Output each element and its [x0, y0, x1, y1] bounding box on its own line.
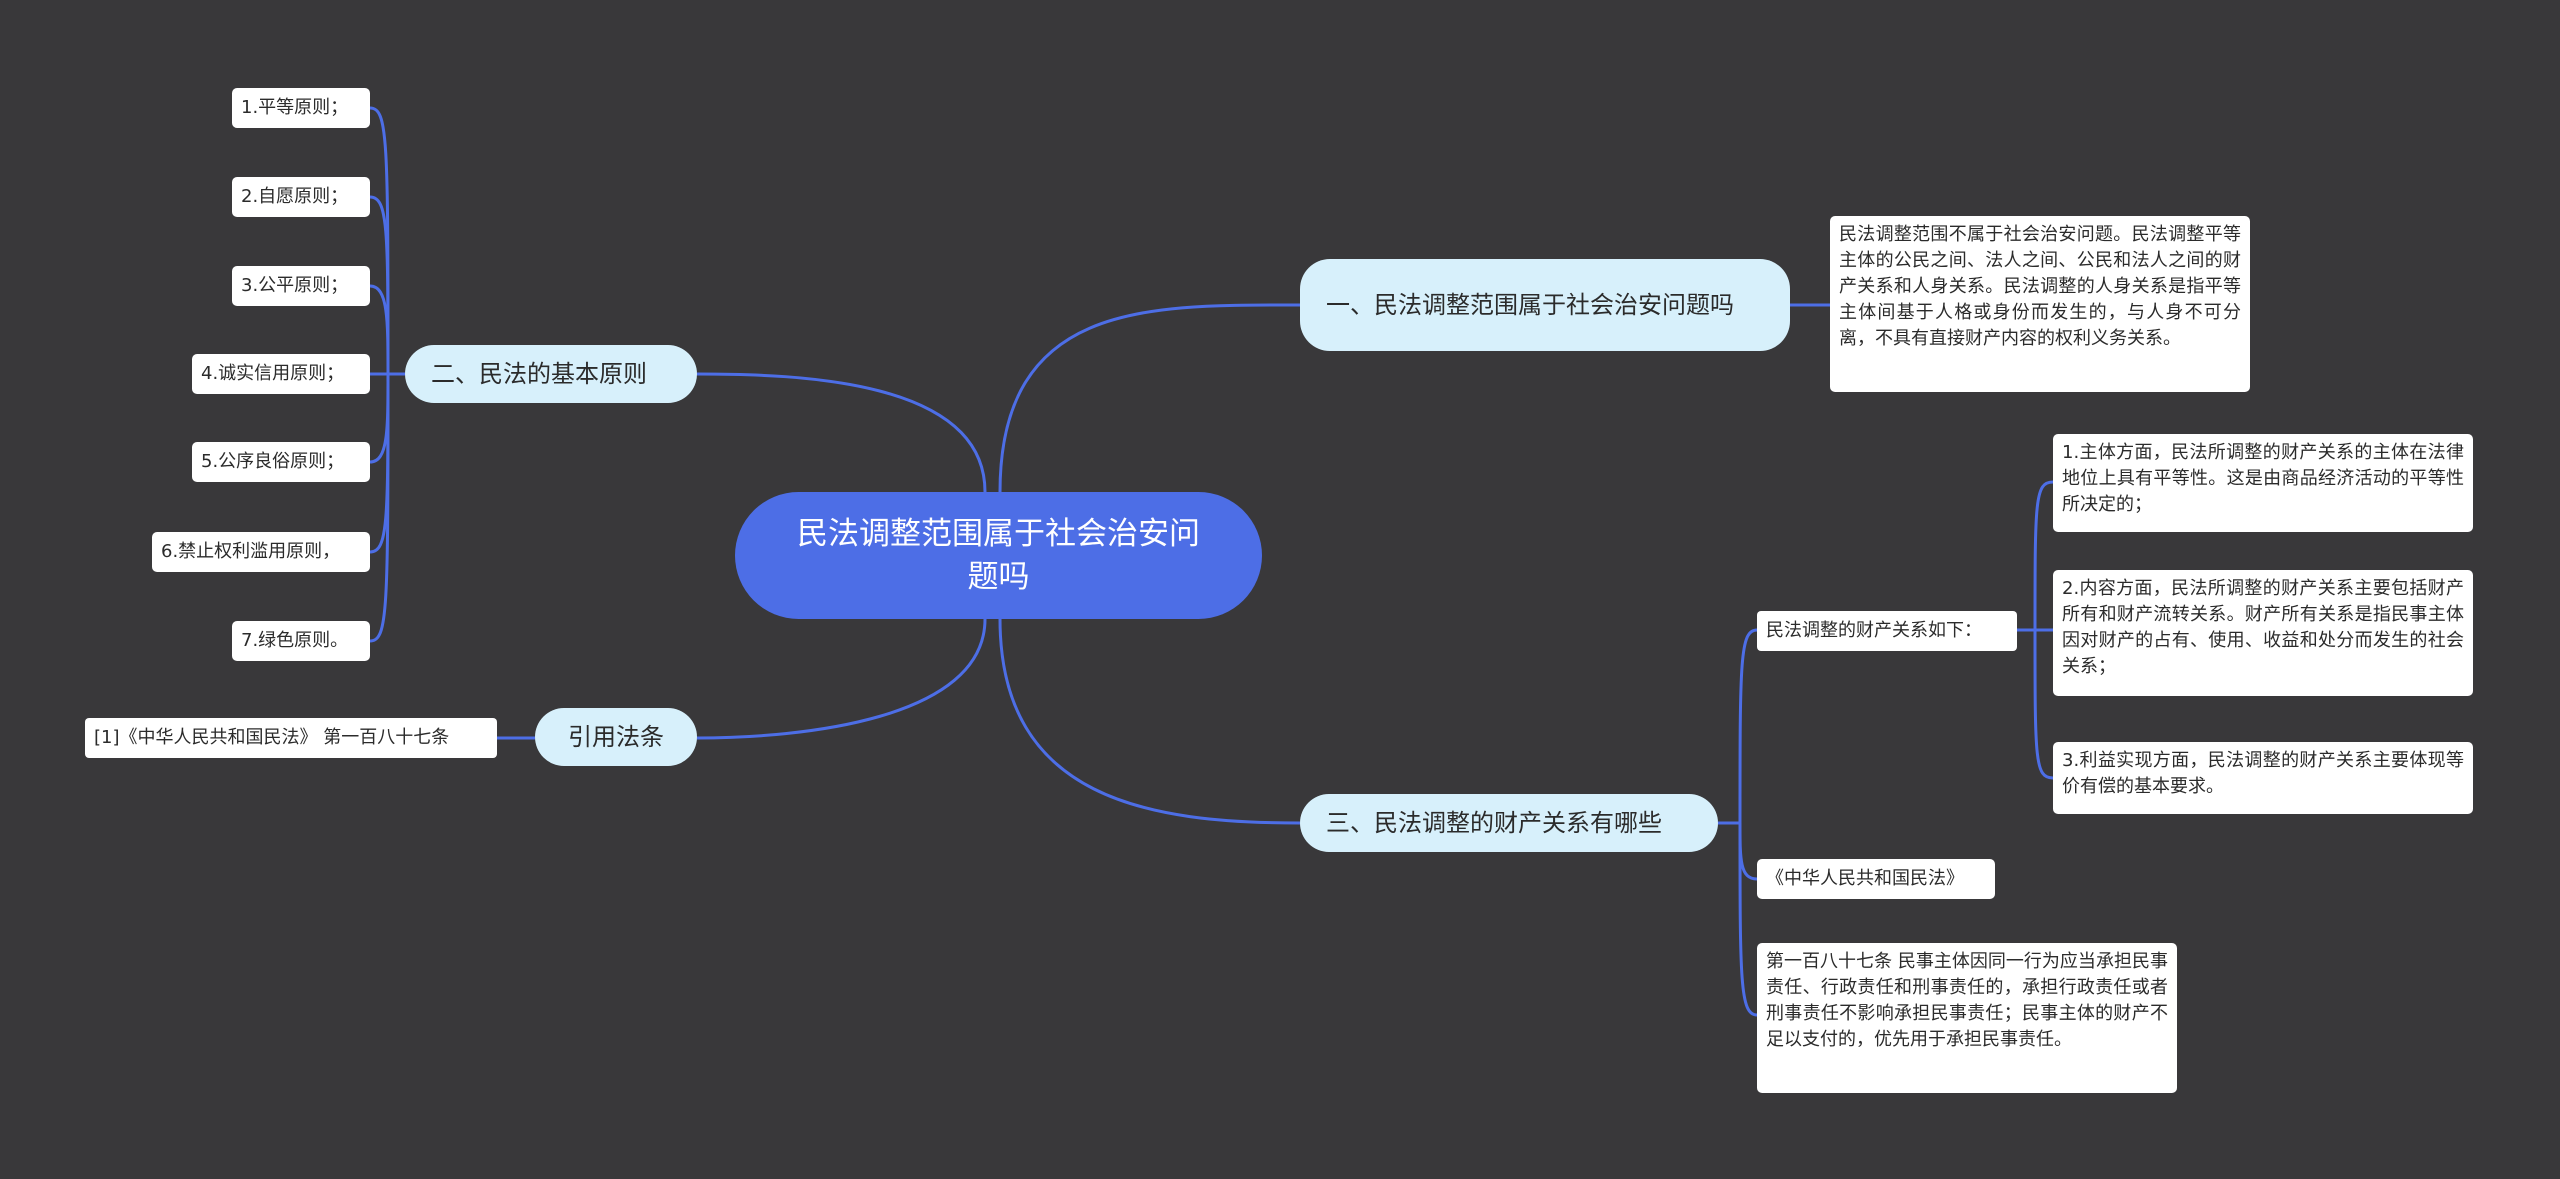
principle-item-6[interactable]: 6.禁止权利滥用原则， [152, 532, 370, 572]
principle-item-4-text: 4.诚实信用原则； [201, 363, 345, 384]
property-relation-item-1-text: 1.主体方面，民法所调整的财产关系的主体在法律地位上具有平等性。这是由商品经济活… [2062, 442, 2464, 515]
link-root-b3 [998, 618, 1301, 825]
principle-item-3[interactable]: 3.公平原则； [232, 266, 370, 306]
branch-3[interactable]: 三、民法调整的财产关系有哪些 [1300, 794, 1718, 852]
branch-2-label: 二、民法的基本原则 [431, 360, 647, 388]
principle-item-5-text: 5.公序良俗原则； [201, 451, 345, 472]
link-b3-article [1738, 822, 1758, 1017]
principle-item-4[interactable]: 4.诚实信用原则； [192, 354, 370, 394]
principle-item-6-text: 6.禁止权利滥用原则， [161, 541, 341, 562]
principle-item-5[interactable]: 5.公序良俗原则； [192, 442, 370, 482]
branch-3-label: 三、民法调整的财产关系有哪些 [1326, 809, 1662, 837]
article-187-text: 第一百八十七条 民事主体因同一行为应当承担民事责任、行政责任和刑事责任的，承担行… [1766, 951, 2168, 1050]
link-b3-sub [1738, 628, 1758, 824]
link-root-b4 [696, 618, 987, 740]
principle-item-2-text: 2.自愿原则； [241, 186, 349, 207]
link-b2-item7 [369, 373, 390, 643]
civil-law-title-text: 《中华人民共和国民法》 [1766, 868, 1964, 889]
branch-1-label: 一、民法调整范围属于社会治安问题吗 [1326, 291, 1734, 319]
link-root-b2 [696, 372, 987, 493]
principle-item-2[interactable]: 2.自愿原则； [232, 177, 370, 217]
link-b2-item5 [369, 373, 390, 464]
citation-reference-text: [1]《中华人民共和国民法》 第一百八十七条 [94, 727, 450, 748]
link-b3-law [1738, 822, 1758, 881]
property-relations-heading[interactable]: 民法调整的财产关系如下： [1757, 611, 2017, 651]
article-187-text-box[interactable]: 第一百八十七条 民事主体因同一行为应当承担民事责任、行政责任和刑事责任的，承担行… [1757, 943, 2177, 1093]
root-topic-label: 民法调整范围属于社会治安问题吗 [797, 515, 1200, 595]
property-relation-item-1[interactable]: 1.主体方面，民法所调整的财产关系的主体在法律地位上具有平等性。这是由商品经济活… [2053, 434, 2473, 532]
civil-law-title[interactable]: 《中华人民共和国民法》 [1757, 859, 1995, 899]
property-relation-item-2-text: 2.内容方面，民法所调整的财产关系主要包括财产所有和财产流转关系。财产所有关系是… [2062, 578, 2464, 677]
citation-reference[interactable]: [1]《中华人民共和国民法》 第一百八十七条 [85, 718, 497, 758]
branch-1-detail[interactable]: 民法调整范围不属于社会治安问题。民法调整平等主体的公民之间、法人之间、公民和法人… [1830, 216, 2250, 392]
link-b2-item3 [369, 284, 390, 375]
principle-item-7-text: 7.绿色原则。 [241, 630, 349, 651]
property-relation-item-3[interactable]: 3.利益实现方面，民法调整的财产关系主要体现等价有偿的基本要求。 [2053, 742, 2473, 814]
property-relation-item-3-text: 3.利益实现方面，民法调整的财产关系主要体现等价有偿的基本要求。 [2062, 750, 2464, 797]
property-relations-heading-text: 民法调整的财产关系如下： [1766, 620, 1982, 641]
principle-item-1[interactable]: 1.平等原则； [232, 88, 370, 128]
link-sub-item1 [2033, 480, 2054, 631]
branch-1-detail-text: 民法调整范围不属于社会治安问题。民法调整平等主体的公民之间、法人之间、公民和法人… [1839, 224, 2241, 349]
link-root-b1 [998, 303, 1301, 493]
branch-4[interactable]: 引用法条 [535, 708, 697, 766]
principle-item-3-text: 3.公平原则； [241, 275, 349, 296]
root-topic[interactable]: 民法调整范围属于社会治安问题吗 [735, 492, 1262, 619]
link-sub-item3 [2033, 629, 2054, 780]
branch-4-label: 引用法条 [568, 723, 664, 751]
principle-item-7[interactable]: 7.绿色原则。 [232, 621, 370, 661]
principle-item-1-text: 1.平等原则； [241, 97, 349, 118]
branch-1[interactable]: 一、民法调整范围属于社会治安问题吗 [1300, 259, 1790, 351]
branch-2[interactable]: 二、民法的基本原则 [405, 345, 697, 403]
property-relation-item-2[interactable]: 2.内容方面，民法所调整的财产关系主要包括财产所有和财产流转关系。财产所有关系是… [2053, 570, 2473, 696]
